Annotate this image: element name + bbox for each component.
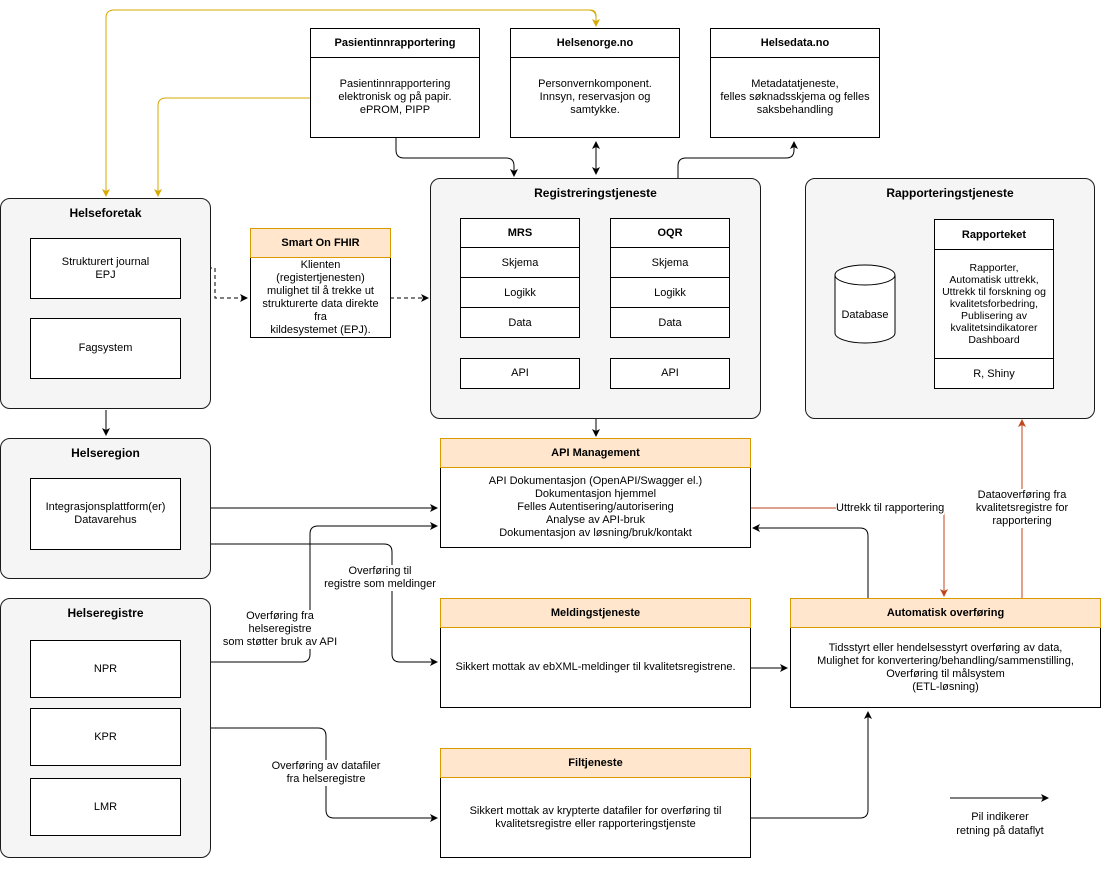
smart-title: Smart On FHIR xyxy=(250,228,391,258)
label-overforing-api: Overføring fra helseregistre som støtter… xyxy=(215,610,345,649)
arrow-helseregion-meldings xyxy=(210,543,438,666)
helsedata-title: Helsedata.no xyxy=(710,28,880,58)
label-dataoverforing: Dataoverføring fra kvalitetsregistre for… xyxy=(965,489,1079,528)
arrow-helseregistre-apimgmt xyxy=(210,522,438,663)
database-label: Database xyxy=(841,309,889,321)
smart-body: Klienten (registertjenesten) mulighet ti… xyxy=(250,258,391,338)
apimgmt-title: API Management xyxy=(440,438,751,468)
fil-body: Sikkert mottak av krypterte datafiler fo… xyxy=(440,778,751,858)
arrow-registrering-helsedata xyxy=(677,141,798,178)
mrs-title: MRS xyxy=(460,218,580,248)
mrs-row-skjema: Skjema xyxy=(460,248,580,278)
mrs-row-logikk: Logikk xyxy=(460,278,580,308)
mrs-row-data: Data xyxy=(460,308,580,338)
automatisk-body: Tidsstyrt eller hendelsesstyrt overførin… xyxy=(790,628,1101,708)
rapportering-title: Rapporteringstjeneste xyxy=(886,186,1014,200)
pasient-title: Pasientinnrapportering xyxy=(310,28,480,58)
fagsystem-box: Fagsystem xyxy=(30,318,181,379)
helsenorge-title: Helsenorge.no xyxy=(510,28,680,58)
fil-title: Filtjeneste xyxy=(440,748,751,778)
epj-box: Strukturert journal EPJ xyxy=(30,238,181,299)
rapporteket-footer: R, Shiny xyxy=(934,359,1054,389)
arrow-fil-automatisk xyxy=(750,711,872,819)
oqr-row-data: Data xyxy=(610,308,730,338)
gold-arrow-pasient-to-helseforetak xyxy=(154,97,310,197)
helsenorge-body: Personvernkomponent. Innsyn, reservasjon… xyxy=(510,58,680,138)
helsedata-body: Metadatatjeneste, felles søknadsskjema o… xyxy=(710,58,880,138)
arrow-automatisk-apimgmt xyxy=(752,524,869,598)
npr-box: NPR xyxy=(30,640,181,698)
arrow-pasient-registrering xyxy=(395,138,518,177)
oqr-api: API xyxy=(610,358,730,389)
registrering-title: Registreringstjeneste xyxy=(534,186,657,200)
label-overforing-datafiler: Overføring av datafiler fra helseregistr… xyxy=(264,760,388,786)
pasient-body: Pasientinnrapportering elektronisk og på… xyxy=(310,58,480,138)
rapporteket-title: Rapporteket xyxy=(934,219,1054,250)
automatisk-title: Automatisk overføring xyxy=(790,598,1101,628)
label-overforing-meldinger: Overføring til registre som meldinger xyxy=(318,565,442,591)
mrs-api: API xyxy=(460,358,580,389)
rapporteket-body: Rapporter, Automatisk uttrekk, Uttrekk t… xyxy=(934,250,1054,359)
legend-text: Pil indikerer retning på dataflyt xyxy=(956,811,1044,837)
meldings-title: Meldingstjeneste xyxy=(440,598,751,628)
oqr-row-skjema: Skjema xyxy=(610,248,730,278)
meldings-body: Sikkert mottak av ebXML-meldinger til kv… xyxy=(440,628,751,708)
integrasjon-box: Integrasjonsplattform(er) Datavarehus xyxy=(30,478,181,550)
oqr-title: OQR xyxy=(610,218,730,248)
helseregistre-title: Helseregistre xyxy=(67,606,144,620)
red-arrow-uttrekk xyxy=(750,507,948,597)
helseregion-title: Helseregion xyxy=(71,446,140,460)
gold-arrow-up-to-pasient xyxy=(400,9,600,27)
lmr-box: LMR xyxy=(30,778,181,836)
oqr-row-logikk: Logikk xyxy=(610,278,730,308)
helseforetak-title: Helseforetak xyxy=(69,206,142,220)
label-uttrekk: Uttrekk til rapportering xyxy=(836,502,945,515)
kpr-box: KPR xyxy=(30,708,181,766)
apimgmt-body: API Dokumentasjon (OpenAPI/Swagger el.) … xyxy=(440,468,751,548)
